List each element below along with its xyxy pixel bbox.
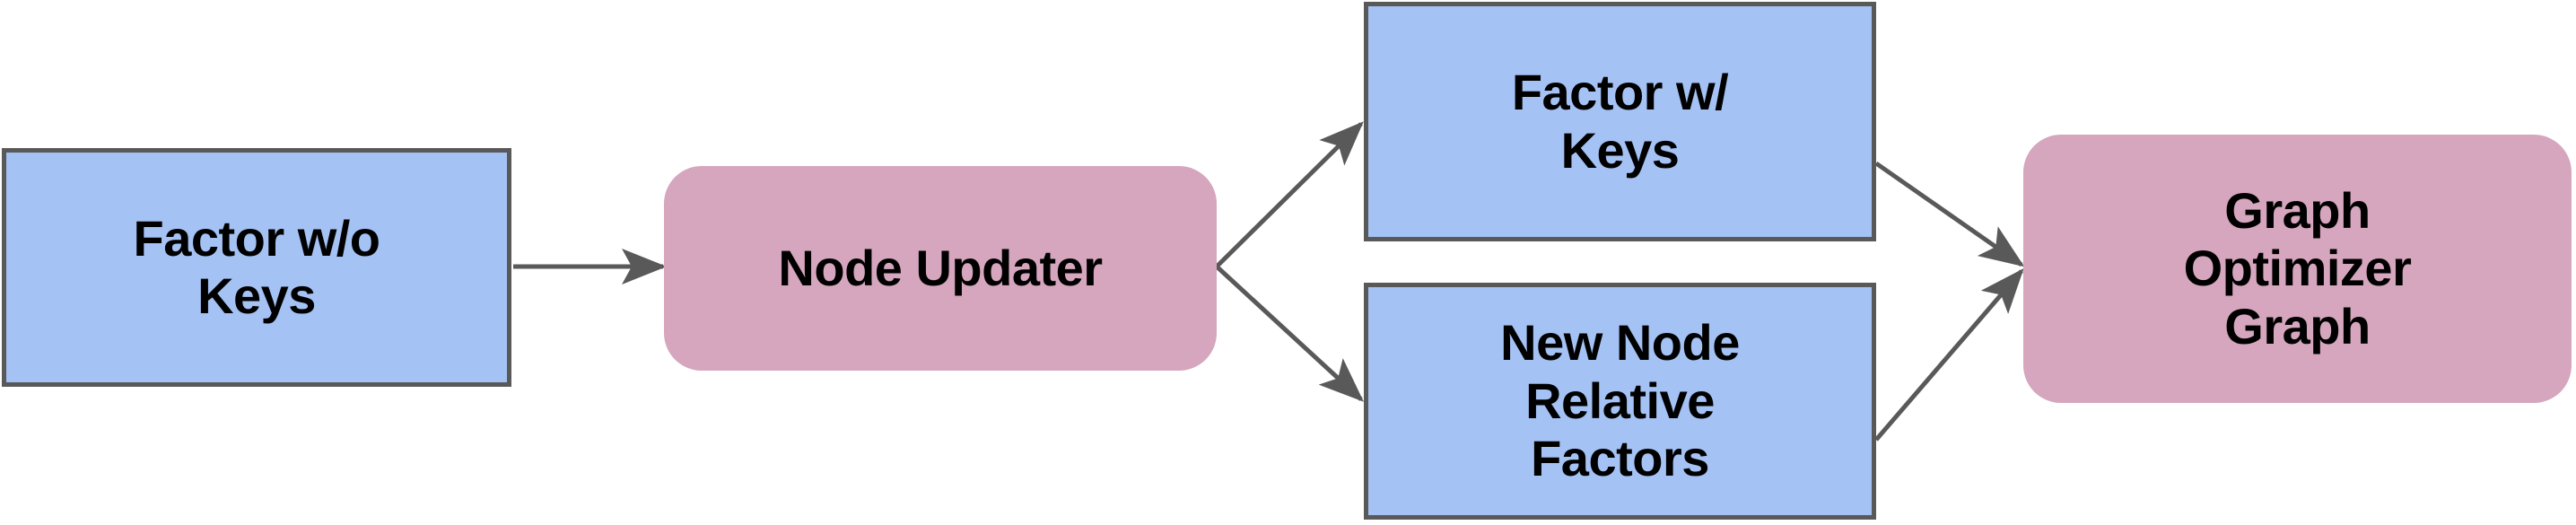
node-factor-w-keys-label: Factor w/ Keys (1511, 64, 1729, 179)
node-node-updater[interactable]: Node Updater (664, 166, 1217, 371)
node-node-updater-label: Node Updater (778, 239, 1103, 296)
edge-node-updater-to-factor-w-keys (1215, 121, 1364, 268)
node-new-node-relative-factors-label: New Node Relative Factors (1500, 314, 1740, 487)
node-factor-wo-keys[interactable]: Factor w/o Keys (2, 148, 511, 387)
node-graph-optimizer-graph[interactable]: Graph Optimizer Graph (2023, 135, 2572, 403)
edge-node-updater-to-new-node-relative-factors (1215, 265, 1364, 402)
node-factor-wo-keys-label: Factor w/o Keys (133, 209, 380, 324)
node-factor-w-keys[interactable]: Factor w/ Keys (1364, 2, 1876, 241)
edge-factor-w-keys-to-graph-optimizer-graph (1874, 161, 2025, 267)
node-new-node-relative-factors[interactable]: New Node Relative Factors (1364, 283, 1876, 520)
edge-new-node-relative-factors-to-graph-optimizer-graph (1874, 267, 2024, 442)
node-graph-optimizer-graph-label: Graph Optimizer Graph (2183, 181, 2412, 354)
